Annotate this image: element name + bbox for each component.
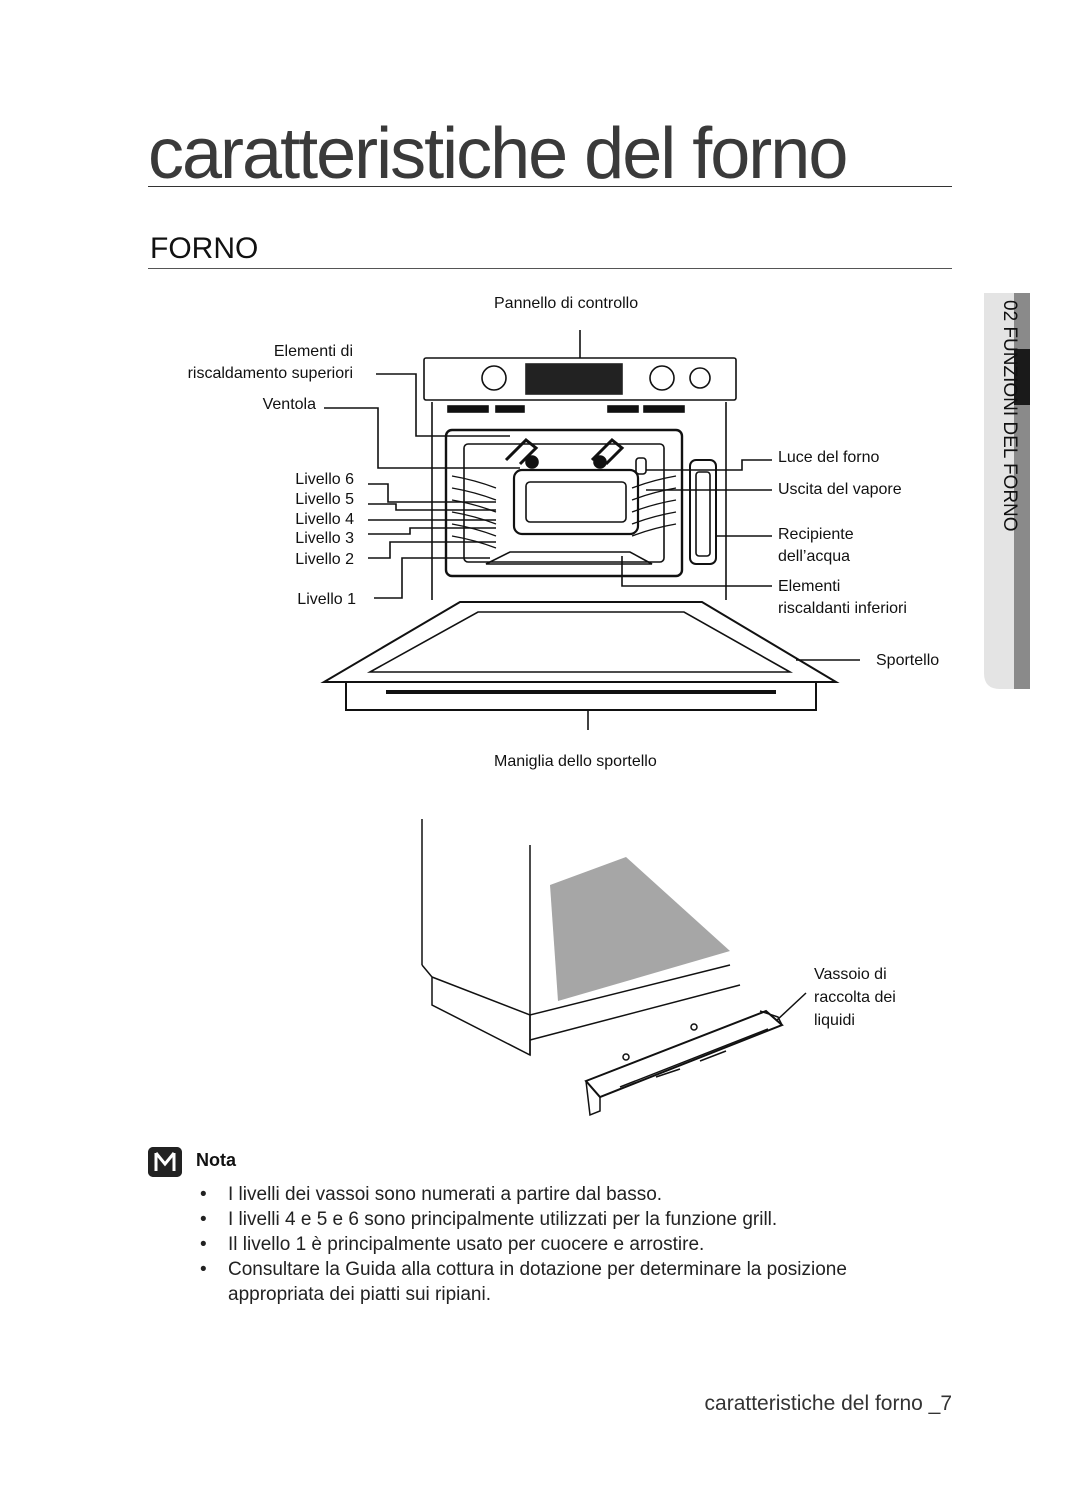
oven-door — [320, 601, 840, 683]
note-list: I livelli dei vassoi sono numerati a par… — [200, 1182, 940, 1307]
rack-supports-left — [451, 475, 497, 549]
oven-light — [635, 457, 647, 475]
oven-cavity — [444, 428, 684, 578]
label-upper-heating-2: riscaldamento superiori — [187, 365, 353, 382]
label-fan: Ventola — [262, 396, 316, 413]
fan-panel — [512, 468, 640, 536]
label-tray-3: liquidi — [814, 1012, 855, 1029]
note-title: Nota — [196, 1150, 236, 1170]
label-door-handle: Maniglia dello sportello — [494, 753, 657, 770]
drip-tray — [584, 1009, 784, 1099]
lower-heating-element — [485, 551, 653, 565]
label-level-4: Livello 4 — [295, 511, 354, 528]
water-tank — [689, 459, 717, 565]
label-level-1: Livello 1 — [297, 591, 356, 608]
oven-diagram — [320, 330, 860, 730]
label-control-panel: Pannello di controllo — [494, 295, 639, 312]
display — [525, 363, 623, 395]
right-knob — [649, 365, 675, 391]
drip-tray-diagram — [421, 819, 807, 1117]
label-level-3: Livello 3 — [295, 530, 354, 547]
label-door: Sportello — [876, 652, 940, 669]
list-item: I livelli 4 e 5 e 6 sono principalmente … — [200, 1207, 940, 1232]
label-level-2: Livello 2 — [295, 551, 354, 568]
section-rule — [148, 268, 952, 269]
upper-heating-element — [504, 437, 625, 466]
list-item: Il livello 1 è principalmente usato per … — [200, 1232, 940, 1257]
page-footer: caratteristiche del forno _7 — [704, 1392, 952, 1415]
label-level-5: Livello 5 — [295, 491, 354, 508]
tray-slot-highlight — [550, 857, 730, 1001]
list-item: I livelli dei vassoi sono numerati a par… — [200, 1182, 940, 1207]
label-tray-2: raccolta dei — [814, 989, 896, 1006]
label-lower-heating-2: riscaldanti inferiori — [778, 600, 907, 617]
chapter-side-label: 02 FUNZIONI DEL FORNO — [999, 300, 1020, 532]
label-upper-heating-1: Elementi di — [273, 343, 353, 360]
left-knob — [481, 365, 507, 391]
label-water-tank-1: Recipiente — [778, 526, 854, 543]
list-item: Consultare la Guida alla cottura in dota… — [200, 1257, 940, 1307]
label-level-6: Livello 6 — [295, 471, 354, 488]
section-title: FORNO — [150, 232, 259, 265]
page-title: caratteristiche del forno — [148, 114, 848, 194]
label-lower-heating-1: Elementi — [778, 578, 841, 595]
label-tray-1: Vassoio di — [814, 966, 887, 983]
rack-supports-right — [631, 475, 677, 537]
title-rule — [148, 186, 952, 187]
label-oven-light: Luce del forno — [778, 449, 880, 466]
label-water-tank-2: dell’acqua — [778, 548, 851, 565]
label-steam-outlet: Uscita del vapore — [778, 481, 902, 498]
note-icon — [148, 1147, 182, 1177]
chapter-side-tab — [984, 293, 1030, 689]
